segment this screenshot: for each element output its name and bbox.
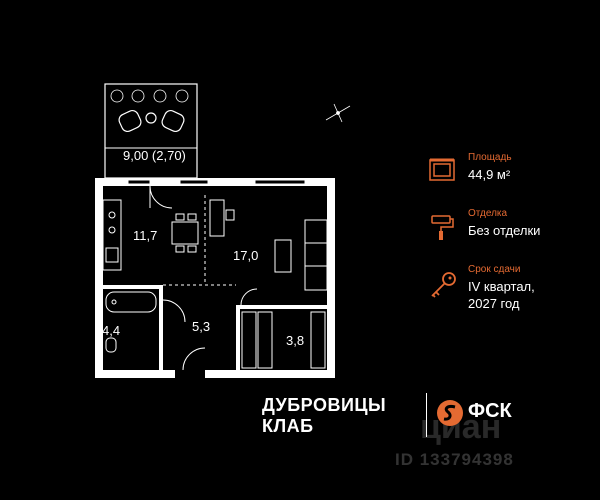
floorplan-icon bbox=[429, 158, 455, 181]
brand-name-line2: КЛАБ bbox=[262, 416, 314, 436]
sofa bbox=[274, 219, 328, 291]
balcony bbox=[104, 83, 198, 179]
spec-delivery-label: Срок сдачи bbox=[468, 264, 521, 275]
wardrobe-area-label: 3,8 bbox=[286, 333, 305, 348]
fsk-logo: ФСК bbox=[436, 397, 546, 427]
hall-area-label: 5,3 bbox=[192, 319, 211, 334]
kitchen-area-label: 11,7 bbox=[133, 228, 158, 243]
interior-walls bbox=[103, 285, 327, 370]
fsk-logo-icon bbox=[437, 400, 463, 426]
spec-finish-label: Отделка bbox=[468, 208, 508, 219]
desk bbox=[209, 199, 235, 237]
outer-walls bbox=[95, 178, 335, 378]
spec-area-value: 44,9 м² bbox=[468, 167, 511, 182]
paint-roller-icon bbox=[431, 215, 454, 240]
fsk-logo-text: ФСК bbox=[468, 400, 512, 422]
bathroom-area-label: 4,4 bbox=[102, 323, 121, 338]
compass-icon bbox=[325, 103, 351, 123]
brand-divider bbox=[426, 393, 427, 437]
spec-delivery-value-line1: IV квартал, bbox=[468, 279, 535, 294]
wardrobe-shelves bbox=[240, 288, 326, 369]
living-room-area-label: 17,0 bbox=[233, 248, 259, 263]
brand-name-line1: ДУБРОВИЦЫ bbox=[262, 395, 387, 415]
brand-name: ДУБРОВИЦЫ КЛАБ bbox=[262, 395, 386, 437]
watermark-id: ID 133794398 bbox=[395, 450, 514, 469]
spec-finish-value: Без отделки bbox=[468, 223, 541, 238]
spec-delivery-value-line2: 2027 год bbox=[468, 296, 520, 311]
dining-table bbox=[171, 213, 199, 253]
kitchen-counter bbox=[102, 199, 122, 271]
spec-delivery-value: IV квартал, 2027 год bbox=[468, 278, 535, 312]
key-icon bbox=[431, 272, 456, 298]
balcony-area-label: 9,00 (2,70) bbox=[123, 148, 186, 163]
bathtub bbox=[105, 291, 157, 353]
spec-area-label: Площадь bbox=[468, 152, 512, 163]
